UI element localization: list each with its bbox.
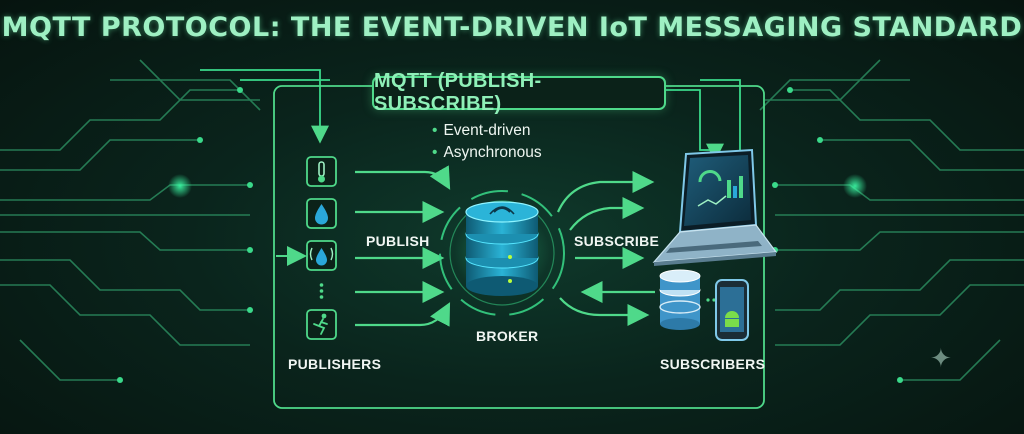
circuit-traces-right <box>759 59 1024 381</box>
subscribe-arrows <box>556 171 655 326</box>
water-drop-icon <box>306 198 337 229</box>
wireless-water-sensor-icon <box>306 240 337 271</box>
sparkle-icon: ✦ <box>930 344 952 374</box>
database-icon <box>659 269 701 330</box>
circuit-nodes-left <box>117 87 253 383</box>
motion-sensor-icon <box>306 309 337 340</box>
android-phone-icon <box>715 279 749 341</box>
circuit-nodes-right <box>772 87 903 383</box>
publisher-icons <box>306 156 337 340</box>
laptop-dashboard-icon <box>652 148 778 266</box>
publish-label: PUBLISH <box>366 233 430 249</box>
subscribers-label: SUBSCRIBERS <box>660 356 766 372</box>
page-title: MQTT PROTOCOL: THE EVENT-DRIVEN IoT MESS… <box>1 12 1023 43</box>
publish-arrows <box>355 165 451 327</box>
subscribe-label: SUBSCRIBE <box>574 233 660 249</box>
broker-label: BROKER <box>476 328 539 344</box>
feature-asynchronous: •Asynchronous <box>432 144 542 161</box>
thermometer-icon <box>306 156 337 187</box>
broker-icon <box>439 190 565 316</box>
feature-event-driven: •Event-driven <box>432 122 531 139</box>
ellipsis-icon <box>319 283 324 299</box>
feature-list: •Event-driven •Asynchronous <box>432 120 542 164</box>
publishers-label: PUBLISHERS <box>288 356 382 372</box>
ellipsis-connector <box>706 298 716 302</box>
circuit-traces-left <box>0 59 261 381</box>
panel-title: MQTT (PUBLISH-SUBSCRIBE) <box>372 70 666 115</box>
top-connectors <box>200 69 741 162</box>
